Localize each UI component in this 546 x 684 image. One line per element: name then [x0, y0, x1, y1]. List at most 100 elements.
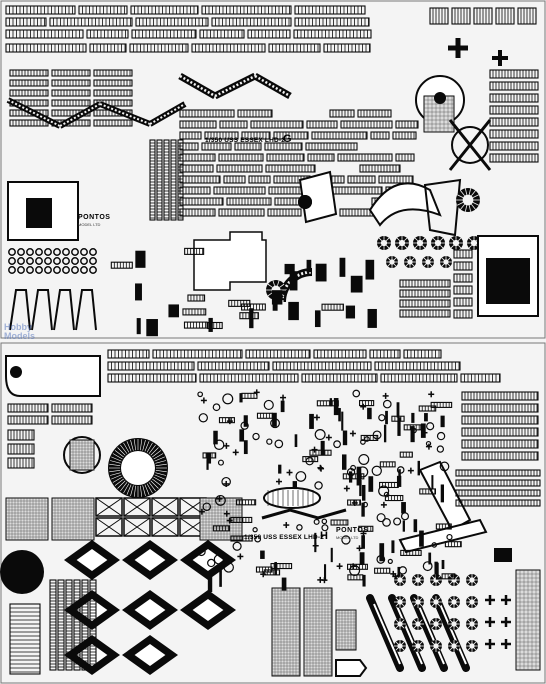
netting-frame [263, 487, 321, 509]
small-bracket [367, 308, 377, 328]
railing-strip [357, 109, 392, 118]
radar-dish-rib [148, 482, 156, 492]
wheel-spoke [468, 188, 472, 195]
radar-dish-rib [112, 453, 123, 460]
wheel-spoke [464, 188, 468, 195]
ring-part [314, 481, 323, 490]
wheel-spoke [449, 641, 453, 645]
truss-panel [123, 517, 151, 537]
railing-strip [313, 349, 367, 359]
small-bracket [420, 423, 426, 438]
railing-strip [369, 349, 401, 359]
small-bracket [320, 440, 325, 456]
railing-strip [93, 69, 133, 77]
boom-highlight [373, 603, 401, 665]
ring-part [383, 491, 390, 498]
wheel-spoke [471, 190, 476, 197]
truss-diamond-cutout [134, 599, 166, 621]
ring-part [274, 439, 284, 449]
cross-part [504, 595, 508, 605]
ring-part [35, 266, 43, 274]
ring-part [197, 391, 204, 398]
small-bracket [146, 319, 158, 337]
small-bracket [309, 413, 314, 429]
cross-part [282, 394, 284, 401]
railing-strip [201, 5, 292, 15]
wheel-spoke [413, 619, 417, 623]
railing-strip [241, 392, 258, 399]
railing-strip [207, 321, 223, 330]
wheel-spoke [457, 237, 462, 242]
small-bracket [294, 434, 298, 448]
catwalk-strip [213, 72, 257, 100]
railing-strip [266, 153, 305, 162]
railing-strip [182, 308, 207, 316]
ring-part [213, 439, 225, 450]
small-bracket [314, 310, 321, 328]
wheel-hub [469, 599, 475, 605]
small-bracket [362, 484, 366, 501]
boom-highlight [417, 603, 445, 665]
railing-strip [179, 208, 216, 217]
small-bracket [397, 417, 401, 436]
cross-part [285, 522, 288, 529]
railing-strip [395, 120, 419, 129]
wheel-spoke [411, 263, 415, 267]
railing-strip [135, 17, 209, 27]
wheel-spoke [449, 619, 453, 623]
wheel-spoke [473, 625, 477, 629]
truss-panel [151, 497, 179, 517]
wheel-spoke [396, 244, 401, 249]
railing-strip [301, 373, 378, 383]
small-bracket [306, 259, 312, 273]
wheel-hub [469, 621, 475, 627]
railing-strip [204, 131, 239, 140]
railing-strip [400, 549, 422, 556]
railing-strip [418, 405, 437, 412]
railing-strip [256, 412, 273, 419]
ring-part [422, 561, 433, 572]
support-legs [31, 289, 53, 331]
railing-strip [86, 29, 129, 39]
truss-panel [123, 497, 151, 517]
railing-strip [461, 391, 539, 401]
grating-panel [271, 587, 301, 677]
wheel-hub [425, 259, 431, 265]
wheel-spoke [455, 581, 459, 585]
wheel-spoke [401, 603, 405, 607]
cross-part [262, 571, 264, 578]
ring-part [198, 413, 208, 423]
ring-part [53, 257, 61, 265]
ring-part [252, 527, 258, 533]
ring-part [35, 257, 43, 265]
wheel-spoke [449, 597, 453, 601]
hatch-window [26, 198, 52, 228]
wheel-hub [415, 621, 421, 627]
railing-strip [131, 29, 197, 39]
small-bracket [417, 460, 420, 476]
cross-part [225, 480, 227, 487]
cross-part [362, 403, 364, 410]
wheel-spoke [473, 603, 477, 607]
wheel-spoke [405, 263, 409, 267]
small-bracket [136, 318, 141, 335]
radar-dish-rib [155, 472, 167, 476]
radar-dish-rib [130, 485, 134, 497]
wheel-spoke [449, 625, 453, 629]
wheel-spoke [431, 603, 435, 607]
ring-part [44, 257, 52, 265]
small-bracket [402, 520, 405, 532]
small-bracket [367, 407, 372, 420]
wheel-spoke [387, 257, 391, 261]
fret-h-title: 1/350 USS ESSEX LHD-2 [244, 534, 325, 541]
railing-strip [399, 279, 451, 288]
antenna-hub [434, 92, 446, 104]
truss-diamond-cutout [192, 599, 224, 621]
railing-strip [7, 429, 35, 441]
davit-part [368, 182, 442, 227]
wheel-spoke [455, 597, 459, 601]
truss-panel [95, 517, 123, 537]
ring-part [80, 257, 88, 265]
wheel-spoke [431, 625, 435, 629]
railing-strip [329, 186, 383, 195]
